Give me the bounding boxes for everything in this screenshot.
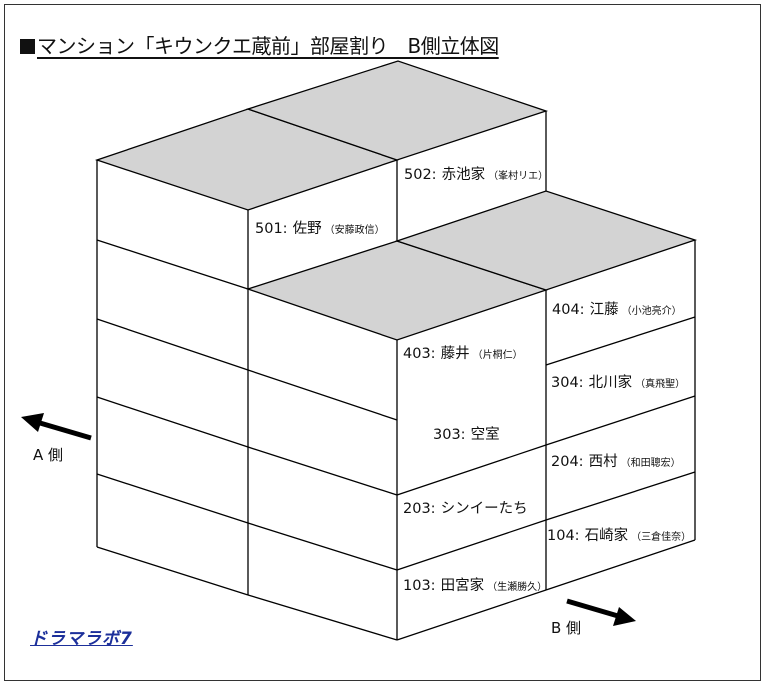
title-text: マンション「キウンクエ蔵前」部屋割り B側立体図 [37,34,499,58]
room-502-label: 502: 赤池家（峯村リエ） [404,164,548,183]
room-404-label: 404: 江藤（小池亮介） [552,299,682,318]
room-104-label: 104: 石崎家（三倉佳奈） [547,525,691,544]
room-203-label: 203: シンイーたち [403,498,528,517]
label-b-side: B 側 [551,619,581,637]
arrow-a-side [21,413,92,441]
building-structure [94,60,698,641]
room-303-label: 303: 空室 [433,424,500,443]
room-403-label: 403: 藤井（片桐仁） [403,343,523,362]
brand-logo-text[interactable]: ドラマラボ7 [30,629,133,649]
diagram-title: マンション「キウンクエ蔵前」部屋割り B側立体図 [20,30,499,59]
room-204-label: 204: 西村（和田聰宏） [551,451,681,470]
arrow-b-side [566,598,636,626]
room-103-label: 103: 田宮家（生瀬勝久） [403,575,547,594]
diagram-frame [4,4,761,681]
label-a-side: A 側 [33,446,63,464]
room-501-label: 501: 佐野（安藤政信） [255,218,385,237]
room-304-label: 304: 北川家（真飛聖） [551,372,685,391]
title-square-bullet [20,39,35,54]
